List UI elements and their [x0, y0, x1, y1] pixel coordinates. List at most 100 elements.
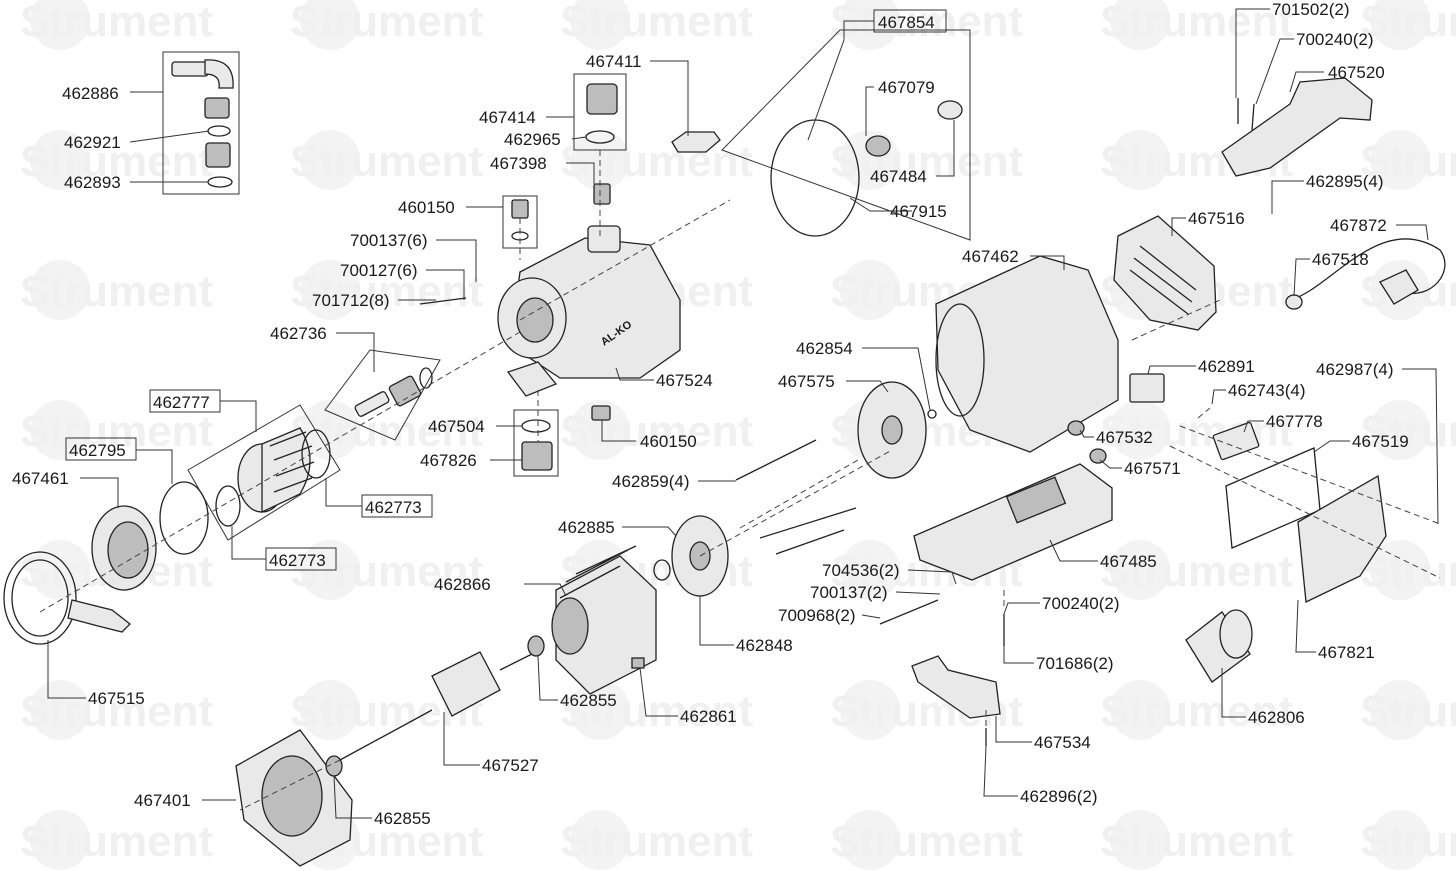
- watermark-mark: [300, 400, 360, 460]
- watermark-text: Strument: [1360, 0, 1456, 46]
- callout-label: 462854: [796, 339, 853, 358]
- watermark-mark: [1110, 680, 1170, 740]
- watermark-mark: [840, 680, 900, 740]
- plug-connector-part: [1379, 269, 1419, 305]
- watermark-text: Strument: [830, 817, 1023, 866]
- watermark-mark: [30, 400, 90, 460]
- watermark-mark: [840, 260, 900, 320]
- callout-label: 467079: [878, 78, 935, 97]
- o-ring-part: [207, 125, 231, 137]
- check-valve-part: [671, 131, 721, 153]
- drain-plug-part: [521, 441, 553, 471]
- plug-part-top: [511, 199, 529, 219]
- assembly-axes: [39, 150, 1441, 811]
- watermark-text: Strument: [290, 547, 483, 596]
- callout-label: 467534: [1034, 733, 1091, 752]
- frame-hose-connector: [162, 51, 240, 195]
- cable-gland-part: [1285, 294, 1303, 310]
- cover-gasket-part: [159, 481, 209, 555]
- watermark-text: Strument: [290, 267, 483, 316]
- callout-label: 462859(4): [612, 472, 690, 491]
- motor-housing-part: [935, 255, 1119, 453]
- watermark-text: Strument: [290, 407, 483, 456]
- watermark-text: Strument: [290, 0, 483, 46]
- callout-label: 462891: [1198, 357, 1255, 376]
- callout-label: 462736: [270, 324, 327, 343]
- watermark-mark: [30, 0, 90, 50]
- callout-label: 467520: [1328, 63, 1385, 82]
- callout-label: 462855: [560, 691, 617, 710]
- watermark-text: Strument: [560, 0, 753, 46]
- frame-filter: [187, 404, 341, 541]
- watermark-mark: [1370, 0, 1430, 50]
- callout-label: 467519: [1352, 432, 1409, 451]
- callout-label: 701712(8): [312, 291, 390, 310]
- watermark-mark: [1370, 400, 1430, 460]
- watermark-mark: [1110, 130, 1170, 190]
- drain-seal-part: [521, 419, 551, 433]
- callout-label: 467401: [134, 791, 191, 810]
- impeller-seal-part: [937, 100, 963, 120]
- watermark-mark: [1110, 400, 1170, 460]
- ejector-part: [354, 367, 433, 417]
- frame-drain-plug: [513, 409, 559, 477]
- callout-label: 462895(4): [1306, 172, 1384, 191]
- callout-label: 467821: [1318, 643, 1375, 662]
- callout-label: 704536(2): [822, 561, 900, 580]
- callout-label-boxed: 462773: [365, 498, 422, 517]
- callout-label-boxed: 462773: [269, 551, 326, 570]
- callout-label: 701502(2): [1272, 0, 1350, 19]
- screw-700240: [1251, 103, 1255, 131]
- callout-label: 467872: [1330, 216, 1387, 235]
- callout-label: 467414: [479, 108, 536, 127]
- callout-label: 467532: [1096, 428, 1153, 447]
- fan-wheel-part: [857, 381, 927, 479]
- screw-700968: [879, 599, 939, 625]
- callout-label: 462866: [434, 575, 491, 594]
- callout-label: 460150: [640, 432, 697, 451]
- watermark-mark: [30, 810, 90, 870]
- inlet-nozzle-part: [586, 83, 618, 115]
- watermark-mark: [570, 0, 630, 50]
- callout-label: 462987(4): [1316, 360, 1394, 379]
- nut-part: [204, 97, 230, 119]
- frame-ejector: [324, 349, 441, 441]
- watermark-text: Strument: [1100, 407, 1293, 456]
- plug-part-bottom: [591, 405, 611, 421]
- clamp-ring-part: [3, 551, 131, 645]
- base-frame-part: [913, 463, 1113, 581]
- callout-label: 467462: [962, 247, 1019, 266]
- callout-label: 467411: [586, 52, 641, 71]
- watermark-text: Strument: [1360, 687, 1456, 736]
- callout-label: 467527: [482, 756, 539, 775]
- tie-rods-part: [735, 439, 859, 555]
- watermark-mark: [300, 130, 360, 190]
- watermark-text: Strument: [830, 0, 1023, 46]
- callout-label: 700137(2): [810, 583, 888, 602]
- watermark-mark: [1110, 810, 1170, 870]
- filter-o-ring-part-2: [215, 485, 241, 527]
- watermark-text: Strument: [20, 267, 213, 316]
- callout-label: 467575: [778, 372, 835, 391]
- callout-label: 462921: [64, 133, 121, 152]
- capacitor-part: [1185, 609, 1253, 683]
- watermark-mark: [1370, 680, 1430, 740]
- watermark-text: Strument: [1360, 407, 1456, 456]
- watermark-mark: [300, 0, 360, 50]
- valve-insert-part: [593, 183, 611, 205]
- callout-label: 467398: [490, 154, 547, 173]
- watermark-text: Strument: [1360, 817, 1456, 866]
- callout-label: 462806: [1248, 708, 1305, 727]
- watermark-text: Strument: [1100, 547, 1293, 596]
- callout-label: 467484: [870, 167, 927, 186]
- capacitor-board-part: [1212, 421, 1260, 461]
- watermark-mark: [300, 680, 360, 740]
- watermark-text: Strument: [560, 817, 753, 866]
- pump-housing-part: AL-KO: [497, 225, 681, 397]
- watermark-text: Strument: [20, 817, 213, 866]
- watermark-mark: [840, 540, 900, 600]
- callout-label: 467778: [1266, 412, 1323, 431]
- callout-label: 467515: [88, 689, 145, 708]
